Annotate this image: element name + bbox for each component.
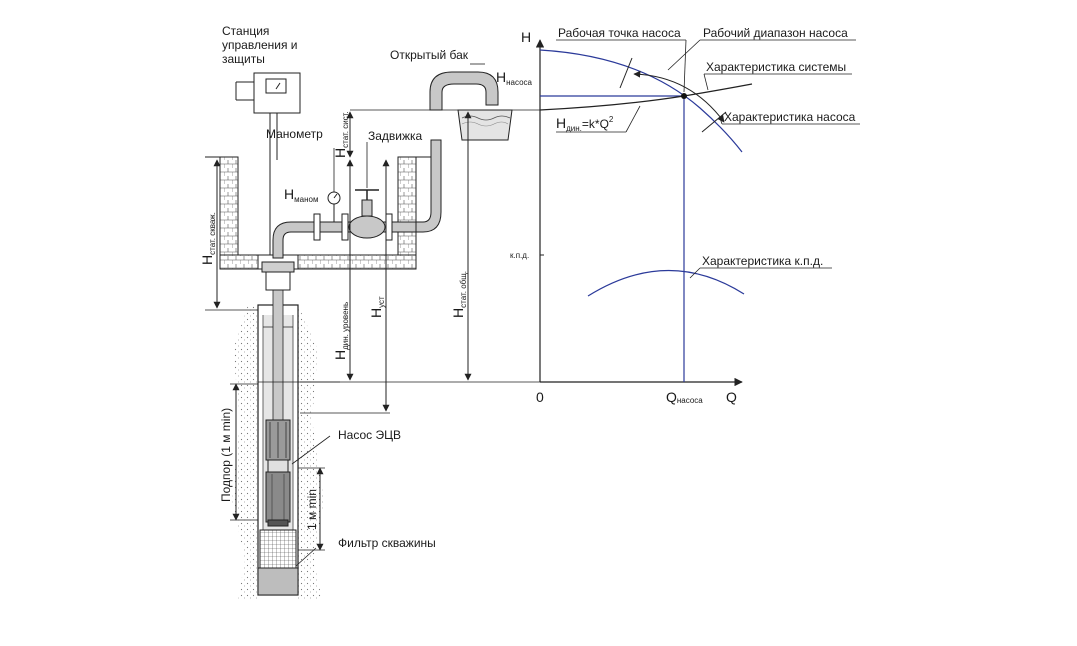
riser-to-tank — [415, 139, 442, 233]
h-stat-skvazh-label: Hстат. скваж. — [199, 212, 217, 265]
h-din-formula-label: Hдин.=k*Q2 — [556, 115, 614, 133]
graph-origin-label: 0 — [536, 389, 544, 405]
valve-label: Задвижка — [368, 129, 423, 143]
open-tank-label: Открытый бак — [390, 48, 469, 62]
well-filter — [259, 529, 297, 569]
graph-axis-q-label: Q — [726, 389, 737, 405]
h-stat-obsh-label: Hстат. общ. — [450, 271, 468, 318]
pump-label: Насос ЭЦВ — [338, 428, 401, 442]
wellhead — [261, 261, 295, 273]
work-range-arrow — [633, 70, 725, 123]
h-din-uroven-label: Hдин. уровень — [332, 302, 350, 360]
manometer-label: Манометр — [266, 127, 323, 141]
work-range-label: Рабочий диапазон насоса — [703, 26, 848, 40]
h-stat-sist-label: Hстат. сист. — [332, 111, 350, 158]
one-m-min-label: 1 м min — [305, 489, 319, 530]
work-point-dot — [681, 93, 687, 99]
soil-right — [298, 305, 324, 600]
well-bottom — [257, 567, 299, 596]
pump-char-label: Характеристика насоса — [724, 110, 856, 124]
graph-axis-h-label: H — [521, 29, 531, 45]
station-label-line-3: защиты — [222, 52, 265, 66]
filter-label: Фильтр скважины — [338, 536, 436, 550]
h-manom-label: Hманом — [284, 186, 318, 204]
graph-q-nasosa-label: Qнасоса — [666, 389, 703, 405]
pit-floor — [219, 254, 417, 270]
pump-ecv — [265, 419, 291, 527]
h-ust-label: Hуст — [368, 296, 386, 318]
work-point-label: Рабочая точка насоса — [558, 26, 681, 40]
system-characteristic-curve — [539, 83, 753, 111]
station-label-line-1: Станция — [222, 24, 269, 38]
system-char-label: Характеристика системы — [706, 60, 846, 74]
open-tank — [457, 109, 513, 141]
pit-wall-left — [219, 156, 239, 270]
soil-left — [232, 305, 258, 600]
podpor-label: Подпор (1 м min) — [219, 408, 233, 502]
station-label-line-2: управления и — [222, 38, 298, 52]
discharge-pipe-elbow — [272, 221, 321, 259]
gate-valve — [348, 189, 386, 239]
control-station — [235, 72, 301, 255]
graph-kpd-tick-label: к.п.д. — [510, 251, 529, 260]
h-nasosa-label: Hнасоса — [496, 69, 533, 87]
pit-wall-right — [397, 156, 417, 270]
manometer-gauge — [327, 191, 341, 222]
kpd-char-label: Характеристика к.п.д. — [702, 254, 823, 268]
tank-inlet-pipe — [429, 71, 499, 111]
kpd-characteristic-curve — [587, 269, 745, 297]
